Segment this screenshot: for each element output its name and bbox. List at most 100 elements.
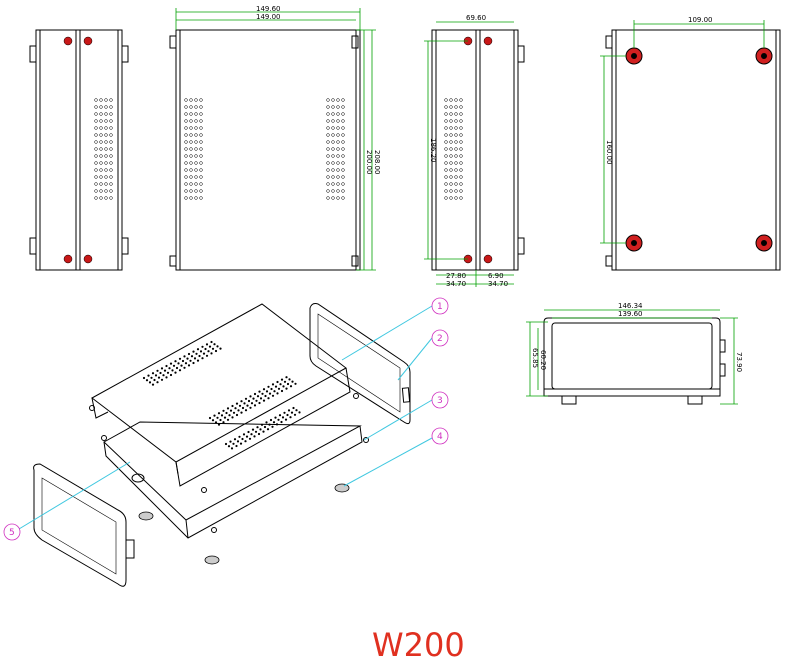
dim-bottom-width: 109.00 [688,16,713,24]
vent-hole [94,161,98,165]
screw-icon [63,36,93,264]
vent-hole [104,189,108,193]
vent-hole [145,379,149,382]
vent-hole [341,105,345,109]
vent-hole [283,411,286,414]
vent-hole [454,112,458,116]
vent-hole [331,175,335,179]
vent-hole [444,133,448,137]
vent-hole [104,161,108,165]
vent-hole [286,382,290,386]
vent-hole [157,376,161,379]
vent-hole [194,189,198,193]
vent-hole [94,196,98,200]
vent-hole [449,175,453,179]
part-balloon: 4 [431,427,449,445]
vent-hole [104,98,108,102]
vent-hole [194,133,198,137]
vent-hole [336,105,340,109]
vent-hole [94,189,98,193]
vent-hole [235,402,239,405]
vent-hole [184,161,188,165]
vent-hole [109,119,113,123]
vent-hole [444,189,448,193]
vent-hole [326,189,330,193]
vent-hole [177,362,180,365]
vent-hole [194,112,198,116]
vent-hole [109,168,113,172]
vent-hole [216,416,219,419]
vent-hole [267,385,270,388]
vent-hole [94,154,98,158]
vent-hole [341,147,345,151]
vent-hole [459,182,463,186]
vent-hole [196,348,200,351]
vent-hole [199,168,203,172]
vent-hole [184,112,188,116]
vent-hole [109,189,113,193]
vent-hole [184,154,188,158]
vent-hole [99,168,103,172]
vent-hole [331,105,335,109]
vent-hole [444,182,448,186]
vent-hole [169,362,173,365]
vent-hole [341,140,345,144]
vent-hole [195,352,198,355]
vent-hole [326,168,330,172]
vent-hole [199,350,203,353]
vent-hole [449,196,453,200]
vent-hole [262,399,266,402]
vent-hole [189,359,192,362]
vent-hole [247,430,250,434]
vent-hole [274,416,277,419]
vent-hole [331,168,335,172]
vent-hole [331,98,335,102]
vent-hole [99,98,103,102]
vent-hole [336,147,340,151]
vent-hole [271,425,274,428]
vent-hole [248,437,252,440]
vent-hole [263,425,267,429]
vent-hole [331,147,335,151]
vent-hole [326,126,330,130]
vent-hole [189,189,193,193]
vent-hole [454,119,458,123]
vent-hole [449,126,453,130]
vent-hole [459,147,463,151]
dim-front-height-a: 200.00 [365,150,373,175]
vent-hole [290,411,294,414]
vent-hole [274,385,278,388]
vent-hole [151,372,155,375]
vent-hole [175,366,179,370]
vent-hole [222,409,225,412]
vent-hole [251,428,255,431]
vent-hole [259,397,263,400]
vent-hole [99,105,103,109]
vent-hole [277,418,280,421]
svg-text:4: 4 [437,432,443,442]
vent-hole [244,409,248,412]
vent-hole [253,435,256,438]
foot-icon [625,47,773,252]
vent-hole [231,404,234,408]
vent-hole [227,445,231,448]
vent-hole [284,418,288,421]
vent-hole [199,140,203,144]
vent-hole [199,105,203,109]
vent-hole [261,392,264,395]
vent-hole [94,105,98,109]
vent-hole [194,147,198,151]
vent-hole [99,133,103,137]
vent-hole [262,430,265,433]
vent-hole [184,126,188,130]
vent-hole [165,376,168,379]
vent-hole [109,112,113,116]
vent-hole [241,406,245,410]
dim-front-width-outer: 149.60 [256,5,281,13]
vent-hole [288,378,291,381]
vent-hole [159,371,162,375]
vent-hole [187,352,191,356]
vent-hole [444,161,448,165]
vent-hole [444,105,448,109]
